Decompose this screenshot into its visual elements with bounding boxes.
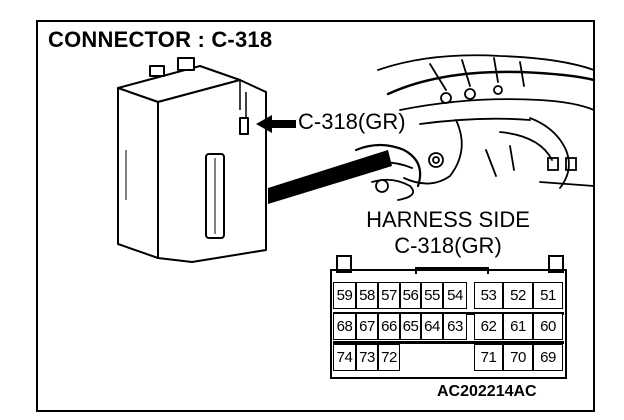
pin-number: 68 — [336, 318, 353, 335]
callout-label: C-318(GR) — [298, 109, 406, 134]
pin-number: 58 — [359, 287, 375, 304]
pin-cell — [533, 344, 563, 371]
pin-cell — [421, 282, 443, 309]
pin-number: 57 — [381, 287, 397, 304]
pin-number: 51 — [540, 287, 556, 304]
pin-cell — [533, 313, 563, 340]
pin-number: 67 — [359, 318, 375, 335]
pin-cell — [378, 282, 400, 309]
pin-cell — [378, 313, 400, 340]
dashboard-wiring-illustration — [354, 54, 596, 201]
pin-cell — [356, 313, 378, 340]
pin-number: 55 — [424, 287, 440, 304]
pin-number: 60 — [540, 318, 556, 335]
pin-number: 63 — [447, 318, 463, 335]
pin-cell — [400, 282, 421, 309]
pin-number: 66 — [381, 318, 397, 335]
pin-cell — [474, 313, 503, 340]
pin-cell — [443, 313, 467, 340]
figure-id: AC202214AC — [437, 383, 537, 400]
pin-number: 59 — [336, 287, 353, 304]
zoom-beam — [268, 150, 392, 204]
pin-cell — [474, 344, 503, 371]
callout-arrow-icon — [256, 115, 296, 133]
figure-border — [36, 20, 595, 412]
pin-number: 56 — [402, 287, 419, 304]
pin-number: 72 — [381, 349, 397, 366]
pin-cell — [503, 282, 533, 309]
pin-number: 71 — [480, 349, 497, 366]
pin-cell — [356, 282, 378, 309]
pin-cell — [503, 313, 533, 340]
control-unit-illustration — [117, 57, 267, 263]
pin-cell — [503, 344, 533, 371]
pin-number: 73 — [359, 349, 375, 366]
pin-number: 52 — [510, 287, 526, 304]
pin-number: 54 — [447, 287, 463, 304]
pin-number: 69 — [540, 349, 556, 366]
pin-cell — [356, 344, 378, 371]
harness-side-code: C-318(GR) — [394, 233, 502, 258]
harness-side-title: HARNESS SIDE — [366, 207, 530, 232]
pin-number: 61 — [510, 318, 526, 335]
pin-cell — [421, 313, 443, 340]
pin-cell — [474, 282, 503, 309]
pin-cell — [333, 282, 356, 309]
pin-cell — [443, 282, 467, 309]
pin-number: 65 — [402, 318, 419, 335]
pin-number: 74 — [336, 349, 353, 366]
pin-cell — [378, 344, 400, 371]
pin-number: 70 — [510, 349, 526, 366]
pin-cell — [333, 344, 356, 371]
pin-number: 62 — [480, 318, 497, 335]
pin-cell — [333, 313, 356, 340]
connector-title: CONNECTOR : C-318 — [48, 27, 273, 52]
pin-number: 53 — [480, 287, 497, 304]
pin-cell — [400, 313, 421, 340]
pin-cell — [533, 282, 563, 309]
pin-number: 64 — [424, 318, 440, 335]
